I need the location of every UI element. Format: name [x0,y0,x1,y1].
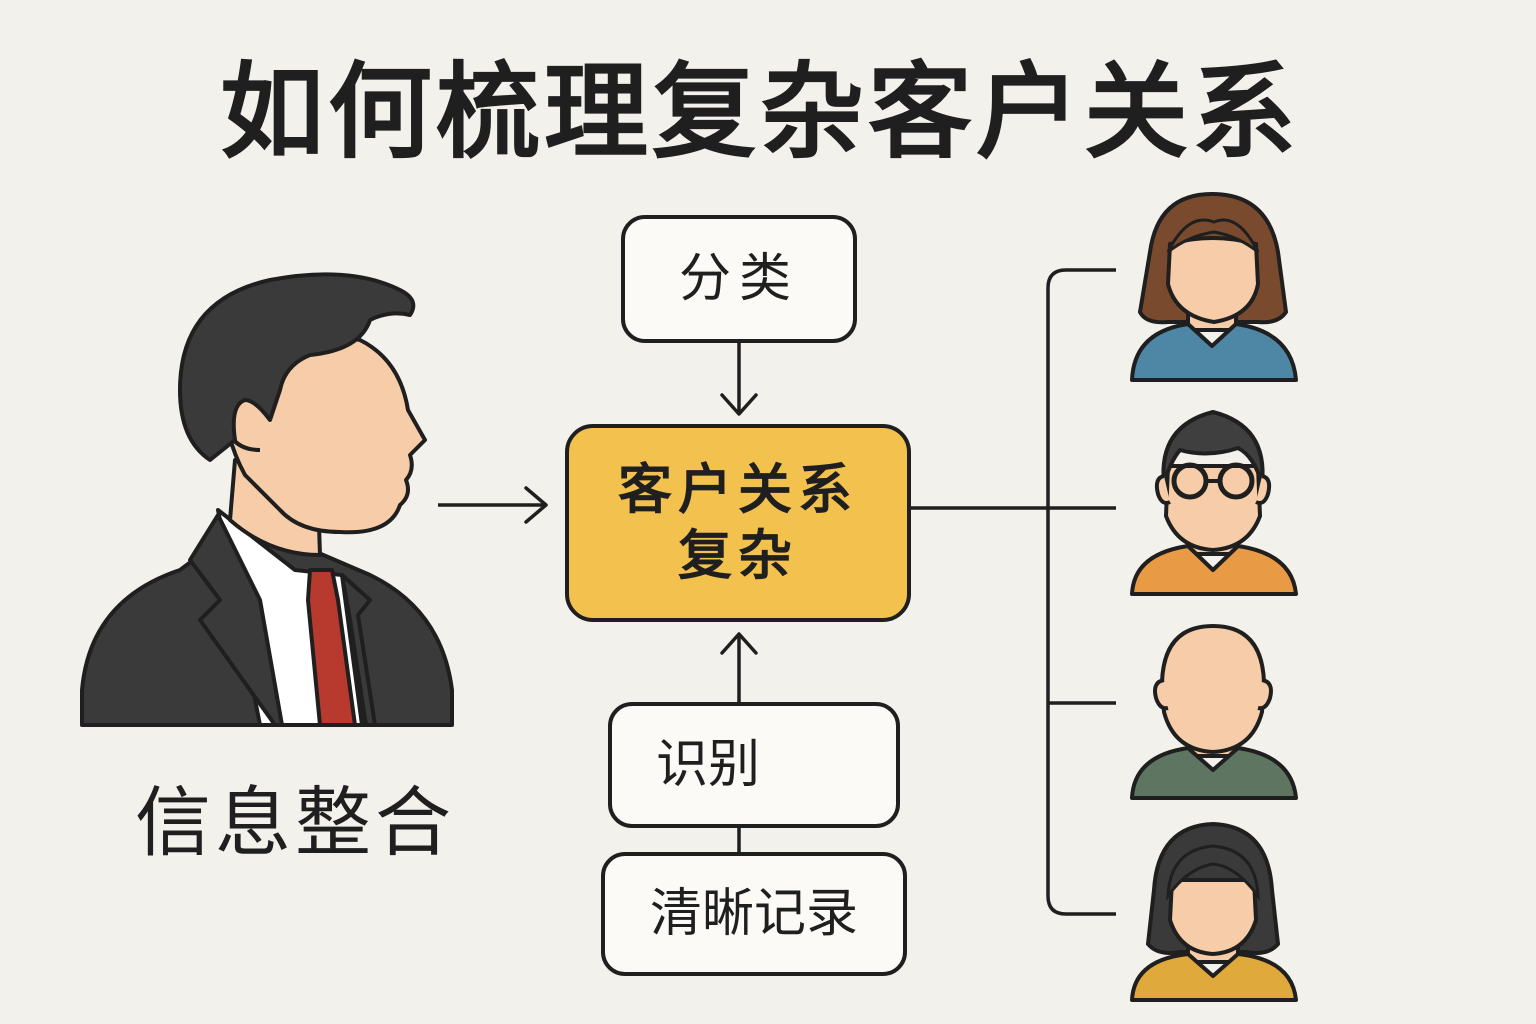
customer-glasses-icon [1130,410,1298,596]
customer-bald-icon [1130,623,1298,800]
classify-label: 分类 [678,249,799,309]
integrate-label: 信息整合 [135,778,455,867]
identify-box: 识别 [608,702,900,828]
customer-woman-icon [1130,192,1298,382]
customer-woman-2-icon [1130,821,1298,1002]
businessman-icon [80,272,454,727]
record-box: 清晰记录 [601,852,907,976]
arrowhead-classify [720,393,758,416]
classify-box: 分类 [621,215,857,343]
center-label: 客户关系 复杂 [618,457,858,589]
center-label-line1: 客户关系 [618,458,858,521]
record-label: 清晰记录 [649,884,858,944]
tree-bracket [1046,268,1116,916]
arrowhead-integrate [524,486,548,524]
identify-label: 识别 [656,735,761,795]
page-title: 如何梳理复杂客户关系 [219,51,1300,173]
center-label-line2: 复杂 [678,524,798,587]
customer-relationship-box: 客户关系 复杂 [565,424,911,622]
arrowhead-identify [720,632,758,655]
